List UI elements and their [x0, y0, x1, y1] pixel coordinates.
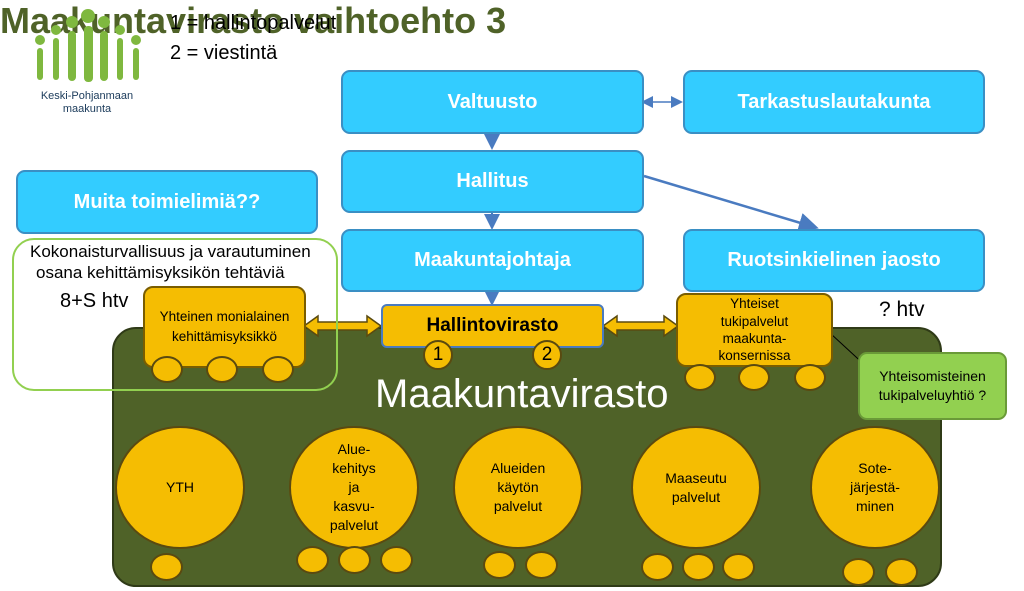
box-yhteiset-tukipalvelut: Yhteiset tukipalvelut maakunta-konsernis… [676, 293, 833, 367]
box-hallitus: Hallitus [341, 150, 644, 213]
unit-alueiden-kaytto: Alueiden käytön palvelut [453, 426, 583, 549]
small-circle [151, 356, 183, 383]
box-yhteisomisteinen-tukipalveluyhtio: Yhteisomisteinen tukipalveluyhtiö ? [858, 352, 1007, 420]
double-arrow-right [601, 314, 680, 338]
unit-sote-label: Sote-järjestä-minen [850, 460, 900, 514]
small-circle [722, 553, 755, 581]
unit-alueiden-kaytto-label: Alueiden käytön palvelut [490, 460, 546, 514]
kokonaisturvallisuus-line1: Kokonaisturvallisuus ja varautuminen [30, 242, 311, 261]
box-maakuntajohtaja: Maakuntajohtaja [341, 229, 644, 292]
small-circle [206, 356, 238, 383]
badge-2: 2 [532, 340, 562, 370]
maakuntavirasto-label: Maakuntavirasto [375, 372, 669, 416]
yhteisomisteinen-label: Yhteisomisteinen tukipalveluyhtiö ? [878, 368, 987, 403]
kokonaisturvallisuus-htv: 8+S htv [60, 290, 129, 312]
box-valtuusto: Valtuusto [341, 70, 644, 134]
unit-yth: YTH [115, 426, 245, 549]
small-circle [525, 551, 558, 579]
unit-maaseutu-label: Maaseutu palvelut [665, 469, 727, 505]
badge-1: 1 [423, 340, 453, 370]
kokonaisturvallisuus-frame [12, 238, 338, 391]
small-circle [262, 356, 294, 383]
logo-figures-icon [35, 9, 141, 82]
small-circle [682, 553, 715, 581]
small-circle [380, 546, 413, 574]
box-yhteinen-kehittamisyksikko: Yhteinen monialainen kehittämisyksikkö [143, 286, 306, 368]
box-muita-toimielimia: Muita toimielimiä?? [16, 170, 318, 234]
small-circle [842, 558, 875, 586]
small-circle [641, 553, 674, 581]
small-circle [794, 364, 826, 391]
legend-line-2: 2 = viestintä [170, 42, 278, 64]
unit-yth-label: YTH [166, 479, 194, 496]
logo: Keski-Pohjanmaan maakunta [22, 8, 152, 118]
box-hallintovirasto: Hallintovirasto [381, 304, 604, 348]
unit-aluekehitys-label: Alue-kehitys ja kasvu-palvelut [329, 441, 379, 533]
unit-sote: Sote-järjestä-minen [810, 426, 940, 549]
logo-text-line1: Keski-Pohjanmaan [40, 90, 134, 102]
small-circle [296, 546, 329, 574]
kokonaisturvallisuus-line2: osana kehittämisyksikön tehtäviä [36, 263, 285, 282]
unit-aluekehitys: Alue-kehitys ja kasvu-palvelut [289, 426, 419, 549]
small-circle [483, 551, 516, 579]
yhteinen-kehittamisyksikko-label: Yhteinen monialainen kehittämisyksikkö [159, 308, 290, 344]
box-ruotsinkielinen-jaosto: Ruotsinkielinen jaosto [683, 229, 985, 292]
question-htv: ? htv [879, 298, 925, 321]
logo-text-line2: maakunta [62, 103, 112, 115]
yhteiset-tukipalvelut-label: Yhteiset tukipalvelut maakunta-konsernis… [718, 296, 791, 364]
small-circle [684, 364, 716, 391]
box-tarkastuslautakunta: Tarkastuslautakunta [683, 70, 985, 134]
unit-maaseutu: Maaseutu palvelut [631, 426, 761, 549]
legend-line-1: 1 = hallintopalvelut [170, 12, 337, 34]
small-circle [150, 553, 183, 581]
small-circle [885, 558, 918, 586]
hallintovirasto-label: Hallintovirasto [426, 315, 559, 336]
small-circle [738, 364, 770, 391]
arrow-hallitus-ruotsinkielinen [643, 174, 819, 233]
small-circle [338, 546, 371, 574]
